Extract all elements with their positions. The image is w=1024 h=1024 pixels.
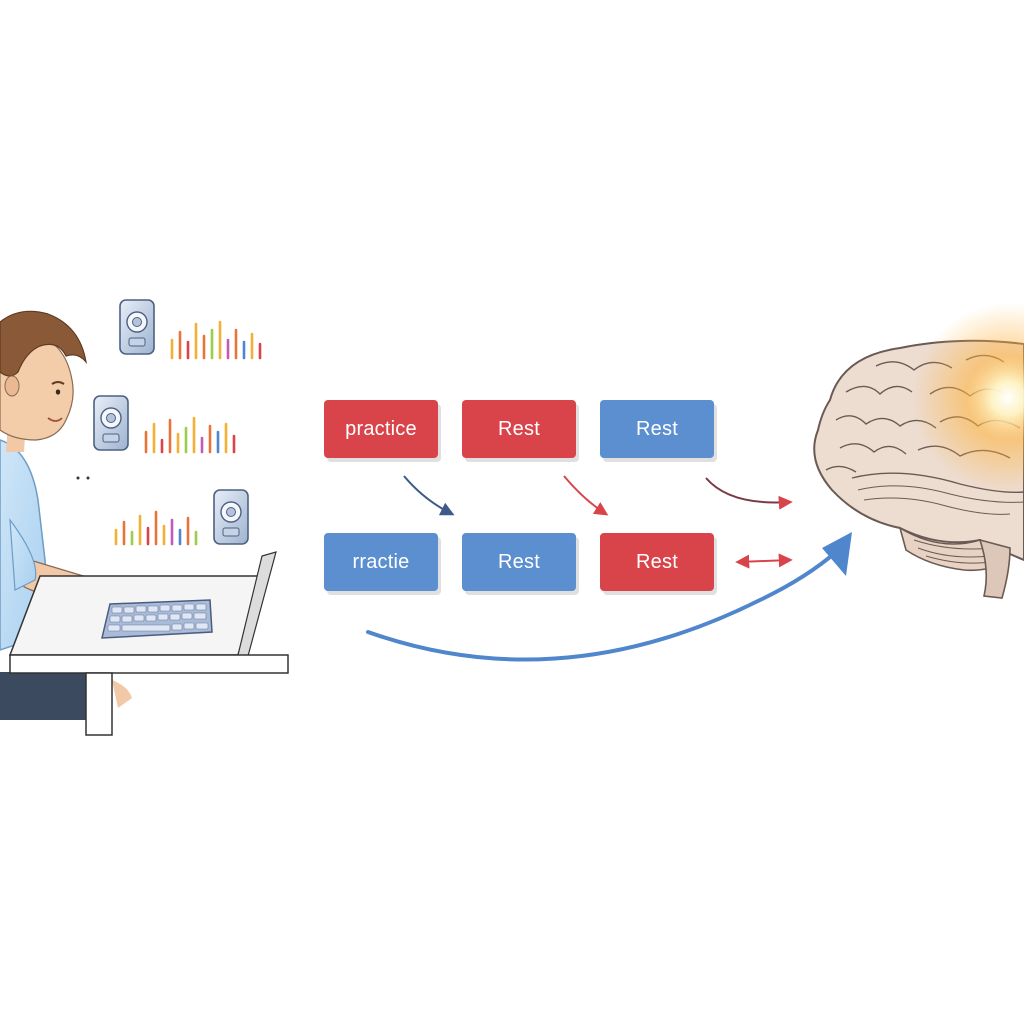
- sequence-block-rest: Rest: [600, 400, 714, 458]
- speaker-icon: [93, 395, 129, 451]
- sequence-block-rest: Rest: [462, 400, 576, 458]
- sequence-block-rest: Rest: [462, 533, 576, 591]
- connector-arrow: [403, 475, 455, 516]
- audio-bars-icon: [170, 320, 262, 360]
- speaker-icon: [119, 299, 155, 355]
- connector-arrow: [705, 477, 793, 510]
- keyboard-icon: [101, 599, 213, 639]
- sequence-block-practice: rractie: [324, 533, 438, 591]
- audio-bars-icon: [114, 510, 198, 546]
- progress-arrow: [366, 532, 852, 662]
- audio-bars-icon: [144, 416, 236, 454]
- speaker-icon: [213, 489, 249, 545]
- connector-arrow: [735, 553, 793, 569]
- glow-icon: [913, 303, 1024, 493]
- sequence-block-rest: Rest: [600, 533, 714, 591]
- sequence-block-practice: practice: [324, 400, 438, 458]
- connector-arrow: [563, 475, 609, 516]
